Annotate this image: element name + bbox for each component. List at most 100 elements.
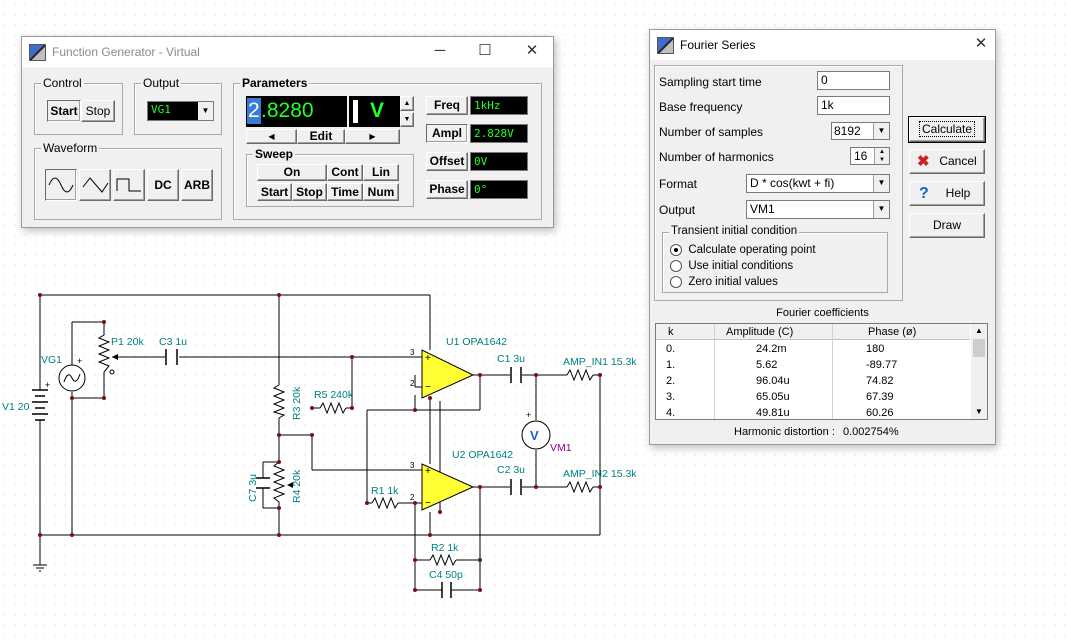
triangle-wave-button[interactable] [79, 169, 111, 201]
num-harmonics-label: Number of harmonics [659, 150, 774, 164]
ampl-value: 2.828V [470, 124, 528, 143]
radio-calc-op-point[interactable]: Calculate operating point [670, 242, 816, 256]
phase-value: 0° [470, 180, 528, 199]
freq-value: 1kHz [470, 96, 528, 115]
scroll-thumb[interactable] [973, 339, 985, 357]
coeffs-table[interactable]: k Amplitude (C) Phase (ø) 0. 24.2m 180 1… [655, 323, 988, 420]
value-display[interactable]: 2 .8280 [246, 96, 347, 127]
phase-button[interactable]: Phase [426, 180, 468, 199]
selected-digit: 2 [247, 98, 261, 124]
u2-plus-input: + [425, 466, 431, 477]
row1-amplitude: 5.62 [756, 359, 778, 371]
sweep-lin-button[interactable]: Lin [363, 164, 399, 181]
calculate-button[interactable]: Calculate [908, 116, 986, 143]
square-wave-button[interactable] [113, 169, 145, 201]
row4-phase: 60.26 [866, 407, 894, 419]
digit-left-button[interactable]: ◀ [246, 129, 297, 144]
close-icon[interactable]: ✕ [525, 42, 539, 59]
parameters-group: Parameters [233, 76, 542, 220]
scroll-up-icon[interactable]: ▲ [975, 326, 983, 335]
row1-k: 1. [666, 359, 676, 371]
value-down-button[interactable]: ▼ [400, 112, 414, 127]
vg1-plus-sign: + [77, 356, 82, 366]
control-label: Control [41, 76, 84, 90]
num-harmonics-input[interactable]: 16 ▲ ▼ [850, 147, 890, 165]
cancel-button[interactable]: ✖ Cancel [909, 149, 985, 174]
chevron-down-icon[interactable]: ▼ [873, 201, 889, 218]
sweep-time-button[interactable]: Time [327, 183, 363, 201]
fs-titlebar[interactable]: Fourier Series ✕ [650, 30, 995, 60]
harmonics-up-icon[interactable]: ▲ [874, 148, 889, 156]
sampling-start-input[interactable]: 0 [817, 71, 890, 90]
arb-button[interactable]: ARB [181, 169, 213, 201]
value-up-button[interactable]: ▲ [400, 96, 414, 111]
waveform-group: Waveform [34, 141, 222, 220]
sweep-stop-button[interactable]: Stop [292, 183, 327, 201]
format-select[interactable]: D * cos(kwt + fi) ▼ [746, 174, 890, 193]
sweep-on-button[interactable]: On [257, 164, 327, 181]
output-select[interactable]: VM1 ▼ [746, 200, 890, 219]
chevron-down-icon[interactable]: ▼ [873, 175, 889, 192]
row2-amplitude: 96.04u [756, 375, 790, 387]
triangle-wave-icon [82, 177, 109, 193]
header-amplitude: Amplitude (C) [726, 326, 794, 338]
output-value: VM1 [750, 202, 775, 216]
sine-wave-button[interactable] [45, 169, 77, 201]
cancel-label: Cancel [939, 154, 977, 168]
label-c2: C2 3u [497, 464, 525, 476]
chevron-down-icon[interactable]: ▼ [873, 123, 889, 139]
radio-zero-initial[interactable]: Zero initial values [670, 274, 778, 288]
output-label: Output [141, 76, 182, 90]
sweep-start-button[interactable]: Start [257, 183, 292, 201]
svg-text:−: − [425, 382, 431, 393]
unit-display[interactable]: V [349, 96, 400, 127]
radio-icon [670, 275, 682, 288]
fg-titlebar[interactable]: Function Generator - Virtual ─ ☐ ✕ [22, 37, 553, 67]
close-icon[interactable]: ✕ [974, 35, 988, 52]
output-select[interactable]: VG1 ▼ [147, 101, 214, 121]
num-samples-label: Number of samples [659, 125, 764, 139]
row2-k: 2. [666, 375, 676, 387]
label-v1: V1 20 [2, 401, 30, 413]
base-frequency-label: Base frequency [659, 100, 743, 114]
scroll-down-icon[interactable]: ▼ [975, 407, 983, 416]
stop-button[interactable]: Stop [81, 100, 115, 122]
row0-k: 0. [666, 343, 676, 355]
draw-button[interactable]: Draw [909, 213, 985, 238]
help-button[interactable]: ? Help [909, 181, 985, 206]
freq-button[interactable]: Freq [426, 96, 468, 115]
settings-group [654, 65, 903, 301]
radio-use-initial[interactable]: Use initial conditions [670, 258, 793, 272]
digit-right-button[interactable]: ▶ [345, 129, 400, 144]
output-label: Output [659, 203, 696, 217]
control-group: Control [34, 76, 123, 135]
row2-phase: 74.82 [866, 375, 894, 387]
ampl-button[interactable]: Ampl [426, 124, 468, 143]
label-r2: R2 1k [431, 542, 459, 554]
num-samples-select[interactable]: 8192 ▼ [831, 122, 890, 140]
output-group: Output [134, 76, 222, 135]
u2-pin2: 2 [410, 493, 415, 502]
format-label: Format [659, 177, 698, 191]
svg-text:−: − [425, 498, 431, 509]
edit-button[interactable]: Edit [297, 129, 345, 144]
row3-amplitude: 65.05u [756, 391, 790, 403]
label-c4: C4 50p [429, 569, 463, 581]
table-scrollbar[interactable]: ▲ ▼ [971, 324, 987, 419]
sweep-cont-button[interactable]: Cont [327, 164, 363, 181]
offset-button[interactable]: Offset [426, 152, 468, 171]
app-icon [657, 37, 674, 54]
maximize-icon[interactable]: ☐ [478, 42, 492, 59]
start-button[interactable]: Start [47, 100, 81, 122]
dc-button[interactable]: DC [147, 169, 179, 201]
u1-pin2: 2 [410, 379, 415, 388]
label-r3: R3 20k [291, 386, 303, 420]
base-frequency-input[interactable]: 1k [817, 96, 890, 115]
minimize-icon[interactable]: ─ [434, 42, 446, 59]
sweep-num-button[interactable]: Num [363, 183, 399, 201]
table-header [656, 324, 970, 340]
chevron-down-icon[interactable]: ▼ [198, 102, 213, 120]
harmonics-down-icon[interactable]: ▼ [874, 156, 889, 164]
label-r1: R1 1k [371, 485, 399, 497]
